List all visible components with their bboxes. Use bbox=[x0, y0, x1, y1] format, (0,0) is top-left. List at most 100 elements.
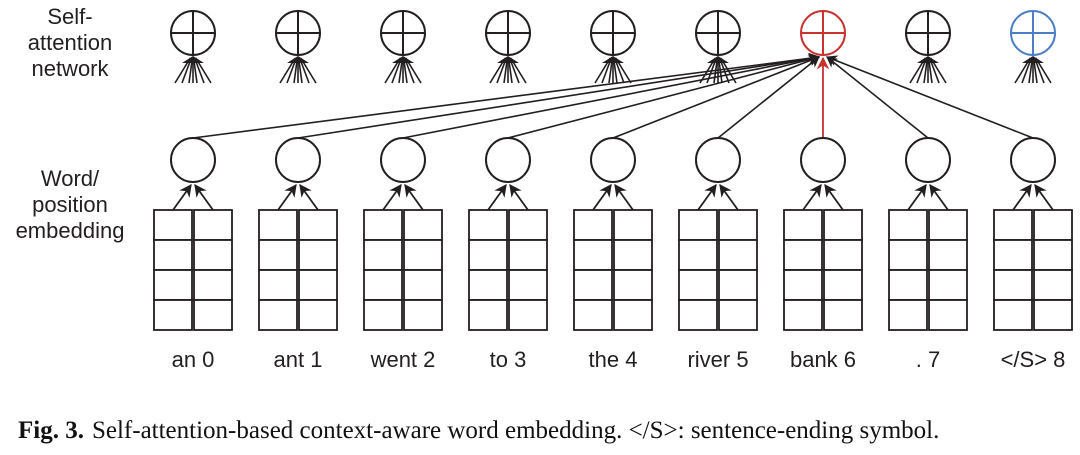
token-label: to 3 bbox=[490, 347, 527, 372]
embedding-nodes bbox=[170, 137, 1056, 211]
token-label: </S> 8 bbox=[1001, 347, 1066, 372]
self-attention-nodes bbox=[170, 10, 1056, 56]
attention-edge bbox=[507, 54, 821, 139]
attention-edges bbox=[192, 52, 1034, 139]
embedding-node bbox=[1010, 137, 1056, 183]
fan-arrowhead bbox=[497, 56, 519, 63]
attention-edge bbox=[402, 53, 821, 139]
word-embedding-cell bbox=[258, 209, 298, 241]
position-embedding-cell bbox=[298, 269, 338, 301]
word-embedding-cell bbox=[468, 269, 508, 301]
position-embedding-cell bbox=[928, 299, 968, 331]
embedding-node bbox=[485, 137, 531, 183]
position-embedding-cell bbox=[718, 209, 758, 241]
word-embedding-cell bbox=[363, 299, 403, 331]
word-embedding-cell bbox=[783, 209, 823, 241]
position-embedding-cell bbox=[403, 299, 443, 331]
position-embedding-cell bbox=[613, 239, 653, 271]
position-embedding-cell bbox=[298, 299, 338, 331]
word-embedding-cell bbox=[153, 239, 193, 271]
word-embedding-edge bbox=[907, 183, 927, 211]
position-embedding-cell bbox=[928, 239, 968, 271]
position-embedding-cell bbox=[1033, 269, 1073, 301]
embedding-node bbox=[275, 137, 321, 183]
position-embedding-cell bbox=[508, 299, 548, 331]
token-label: an 0 bbox=[172, 347, 215, 372]
fan-in-edges bbox=[174, 56, 1052, 84]
word-embedding-cell bbox=[258, 239, 298, 271]
position-embedding-cell bbox=[928, 209, 968, 241]
position-embedding-cell bbox=[1033, 299, 1073, 331]
word-embedding-cell bbox=[468, 239, 508, 271]
embedding-node bbox=[800, 137, 846, 183]
position-embedding-cell bbox=[193, 209, 233, 241]
word-embedding-edge bbox=[172, 183, 192, 211]
word-embedding-cell bbox=[363, 209, 403, 241]
fan-arrowhead bbox=[602, 56, 624, 63]
figure-number: Fig. 3. bbox=[18, 417, 84, 444]
position-embedding-cell bbox=[613, 299, 653, 331]
fan-arrowhead bbox=[1022, 56, 1044, 63]
position-embedding-cell bbox=[823, 239, 863, 271]
word-embedding-cell bbox=[573, 239, 613, 271]
word-embedding-cell bbox=[888, 299, 928, 331]
word-embedding-cell bbox=[993, 239, 1033, 271]
position-embedding-edge bbox=[614, 183, 634, 211]
position-embedding-edge bbox=[404, 183, 424, 211]
word-embedding-edge bbox=[382, 183, 402, 211]
position-embedding-edge bbox=[929, 183, 949, 211]
position-embedding-edge bbox=[824, 183, 844, 211]
position-embedding-cell bbox=[1033, 209, 1073, 241]
token-label: the 4 bbox=[589, 347, 638, 372]
attention-edge bbox=[825, 55, 1034, 139]
attention-edge bbox=[297, 53, 821, 139]
word-embedding-cell bbox=[573, 299, 613, 331]
word-embedding-cell bbox=[468, 209, 508, 241]
fan-arrowhead bbox=[707, 56, 729, 63]
position-embedding-edge bbox=[1034, 183, 1054, 211]
word-embedding-edge bbox=[1012, 183, 1032, 211]
word-embedding-edge bbox=[802, 183, 822, 211]
position-embedding-cell bbox=[298, 239, 338, 271]
position-embedding-cell bbox=[193, 269, 233, 301]
word-embedding-cell bbox=[783, 299, 823, 331]
word-embedding-edge bbox=[592, 183, 612, 211]
word-embedding-edge bbox=[487, 183, 507, 211]
attention-edge bbox=[612, 55, 821, 139]
position-embedding-cell bbox=[718, 299, 758, 331]
position-embedding-cell bbox=[718, 239, 758, 271]
position-embedding-cell bbox=[613, 209, 653, 241]
word-embedding-cell bbox=[258, 269, 298, 301]
embedding-node bbox=[905, 137, 951, 183]
token-label: river 5 bbox=[687, 347, 748, 372]
position-embedding-cell bbox=[823, 269, 863, 301]
fan-arrowhead bbox=[287, 56, 309, 63]
word-embedding-cell bbox=[363, 269, 403, 301]
position-embedding-edge bbox=[194, 183, 214, 211]
position-embedding-edge bbox=[509, 183, 529, 211]
word-embedding-cell bbox=[678, 269, 718, 301]
word-embedding-cell bbox=[573, 209, 613, 241]
word-embedding-cell bbox=[468, 299, 508, 331]
fan-arrowhead bbox=[392, 56, 414, 63]
figure-caption: Fig. 3.Self-attention-based context-awar… bbox=[18, 417, 939, 445]
word-embedding-edge bbox=[697, 183, 717, 211]
embedding-node bbox=[590, 137, 636, 183]
position-embedding-cell bbox=[928, 269, 968, 301]
word-position-embedding-label: Word/ position embedding bbox=[15, 166, 125, 243]
word-embedding-cell bbox=[993, 299, 1033, 331]
position-embedding-cell bbox=[403, 239, 443, 271]
position-embedding-cell bbox=[508, 209, 548, 241]
embedding-node bbox=[380, 137, 426, 183]
word-embedding-cell bbox=[993, 209, 1033, 241]
word-embedding-cell bbox=[783, 269, 823, 301]
word-embedding-cell bbox=[888, 209, 928, 241]
position-embedding-cell bbox=[403, 269, 443, 301]
position-embedding-cell bbox=[613, 269, 653, 301]
position-embedding-cell bbox=[718, 269, 758, 301]
position-embedding-cell bbox=[193, 239, 233, 271]
word-embedding-cell bbox=[153, 269, 193, 301]
position-embedding-edge bbox=[299, 183, 319, 211]
word-embedding-cell bbox=[258, 299, 298, 331]
